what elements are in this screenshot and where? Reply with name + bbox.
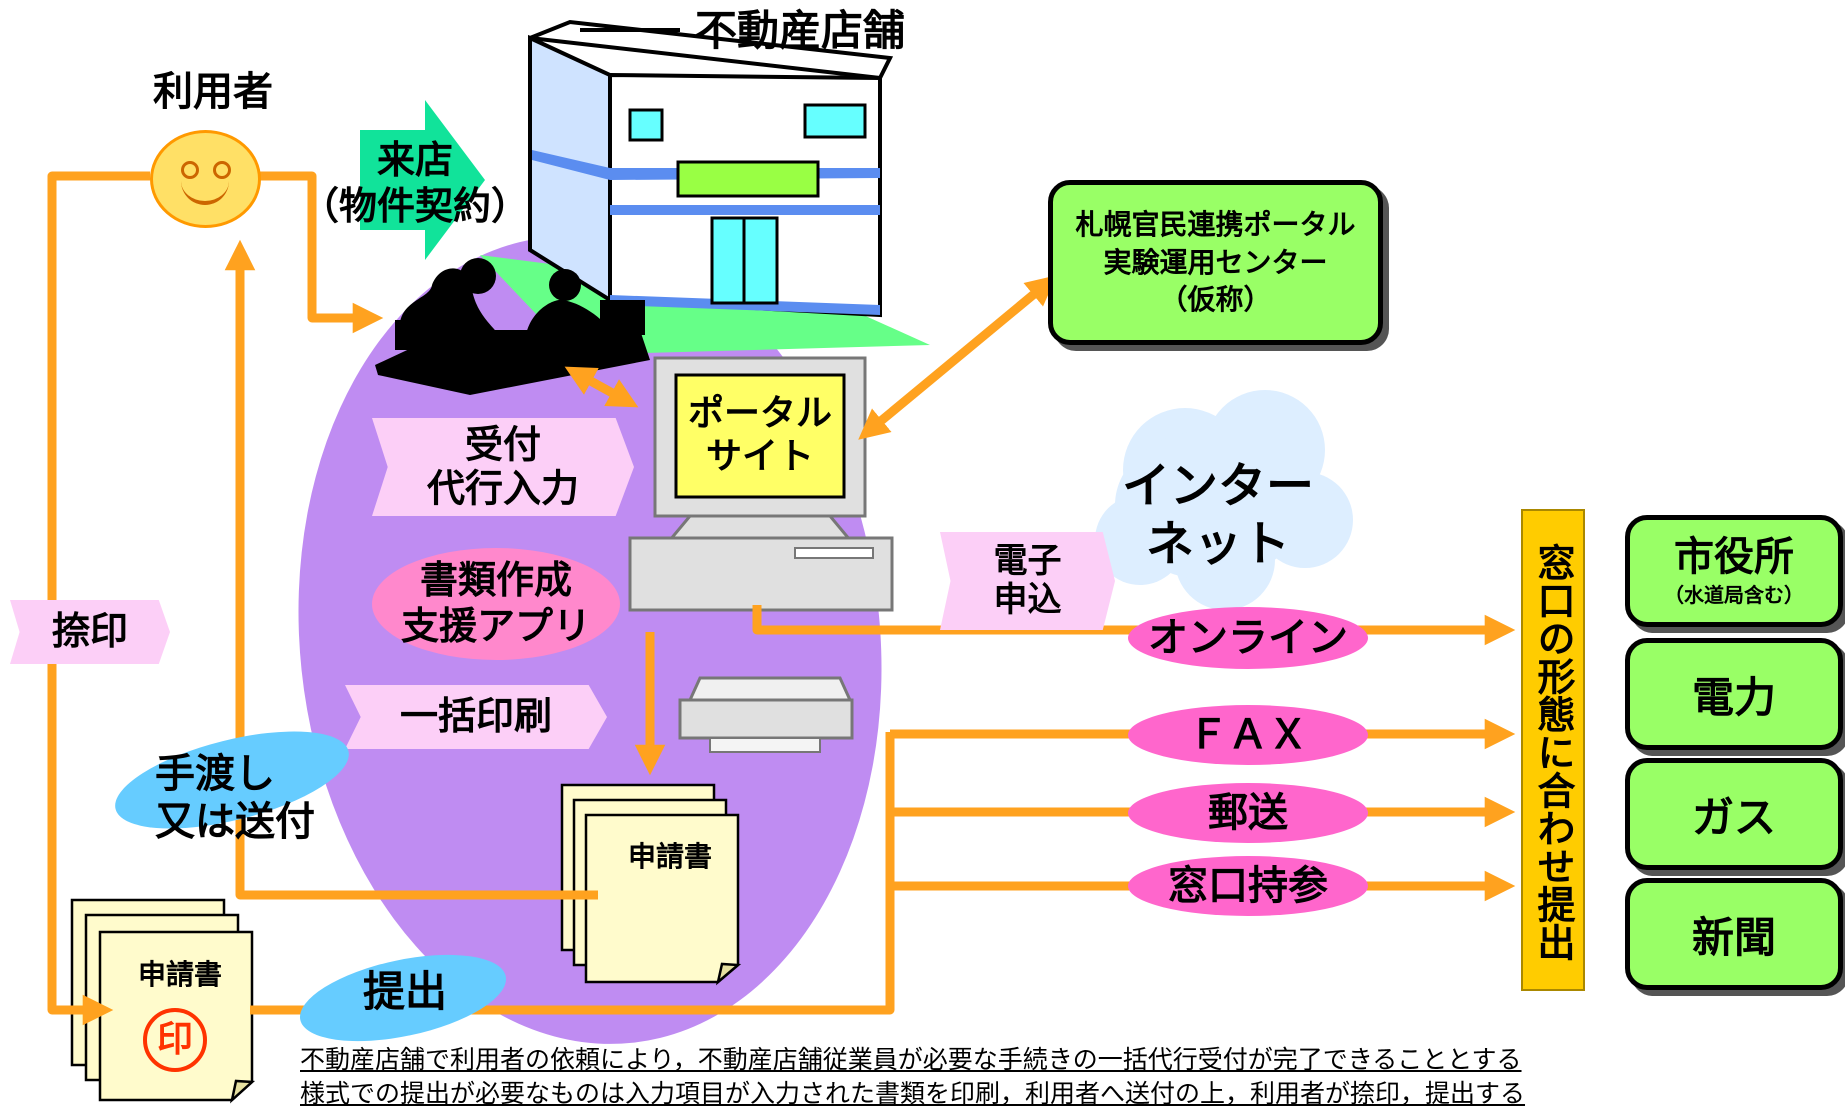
application-doc-stack	[560, 783, 742, 986]
agency-gas: ガス	[1625, 758, 1843, 870]
reception-line2: 代行入力	[426, 466, 579, 510]
internet-label: インター ネット	[1118, 458, 1318, 573]
internet-line2: ネット	[1145, 515, 1290, 572]
channel-fax: ＦＡＸ	[1128, 705, 1368, 765]
user-doc-stack	[70, 898, 256, 1104]
gas-label: ガス	[1691, 792, 1776, 842]
stamp-icon: 印	[156, 1019, 193, 1060]
user-smiley-icon	[150, 130, 261, 228]
channel-mail-label: 郵送	[1208, 790, 1288, 836]
bulk-print-arrow: 一括印刷	[345, 685, 607, 749]
note-line1: 不動産店舗で利用者の依頼により，不動産店舗従業員が必要な手続きの一括代行受付が完…	[300, 1045, 1522, 1074]
portal-center-box: 札幌官民連携ポータル 実験運用センター （仮称）	[1048, 180, 1383, 345]
channel-counter-label: 窓口持参	[1168, 863, 1328, 909]
reception-arrow: 受付 代行入力	[372, 418, 634, 516]
submit-label: 提出	[362, 967, 447, 1016]
seal-arrow: 捺印	[10, 600, 170, 664]
agency-power: 電力	[1625, 638, 1843, 750]
channel-counter: 窓口持参	[1128, 856, 1368, 916]
visit-line1: 来店	[376, 138, 453, 182]
channel-mail: 郵送	[1128, 783, 1368, 843]
center-line2: 実験運用センター	[1103, 245, 1328, 279]
computer	[628, 356, 894, 612]
application-doc-label: 申請書	[627, 840, 712, 873]
app-line1: 書類作成	[419, 558, 572, 603]
agency-city-hall: 市役所 （水道局含む）	[1625, 515, 1843, 627]
channel-online: オンライン	[1128, 607, 1368, 669]
people-silhouette	[375, 258, 650, 395]
window-bar	[1521, 509, 1585, 991]
handover-line1: 手渡し	[155, 751, 275, 797]
city-hall-label: 市役所	[1674, 533, 1794, 580]
agency-newspaper: 新聞	[1625, 878, 1843, 990]
center-line1: 札幌官民連携ポータル	[1075, 207, 1356, 241]
visit-label: 来店 （物件契約）	[300, 138, 530, 229]
city-hall-note: （水道局含む）	[1664, 582, 1804, 607]
e-apply-arrow: 電子 申込	[940, 532, 1115, 630]
store-title: 不動産店舗	[694, 6, 905, 55]
note-line2: 様式での提出が必要なものは入力項目が入力された書類を印刷，利用者へ送付の上，利用…	[300, 1079, 1526, 1108]
handover-line2: 又は送付	[155, 799, 315, 845]
center-line3: （仮称）	[1159, 283, 1272, 317]
e-apply-line2: 申込	[993, 580, 1062, 620]
reception-line1: 受付	[464, 422, 541, 467]
visit-arrow	[360, 100, 485, 260]
power-label: 電力	[1691, 672, 1776, 722]
internet-line1: インター	[1121, 458, 1314, 514]
visit-line2: （物件契約）	[300, 183, 529, 228]
app-line2: 支援アプリ	[400, 604, 591, 648]
printer	[678, 676, 854, 753]
app-ellipse: 書類作成 支援アプリ	[372, 548, 620, 660]
window-label: 窓口の形態に合わせ提出	[1531, 543, 1575, 961]
seal-label: 捺印	[51, 609, 128, 654]
handover-label: 手渡し 又は送付	[155, 750, 355, 846]
portal-site-label: ポータル サイト	[680, 392, 840, 478]
stamp-circle	[143, 1008, 207, 1072]
internet-cloud	[1095, 390, 1353, 610]
channel-fax-label: ＦＡＸ	[1188, 712, 1308, 758]
user-doc-label: 申請書	[137, 958, 222, 991]
portal-line1: ポータル	[687, 393, 832, 434]
newspaper-label: 新聞	[1691, 912, 1776, 962]
portal-line2: サイト	[705, 436, 814, 478]
channel-online-label: オンライン	[1148, 615, 1348, 661]
store-building	[528, 19, 894, 318]
user-label: 利用者	[153, 69, 273, 115]
e-apply-line1: 電子	[993, 540, 1062, 581]
bulk-print-label: 一括印刷	[399, 694, 552, 739]
